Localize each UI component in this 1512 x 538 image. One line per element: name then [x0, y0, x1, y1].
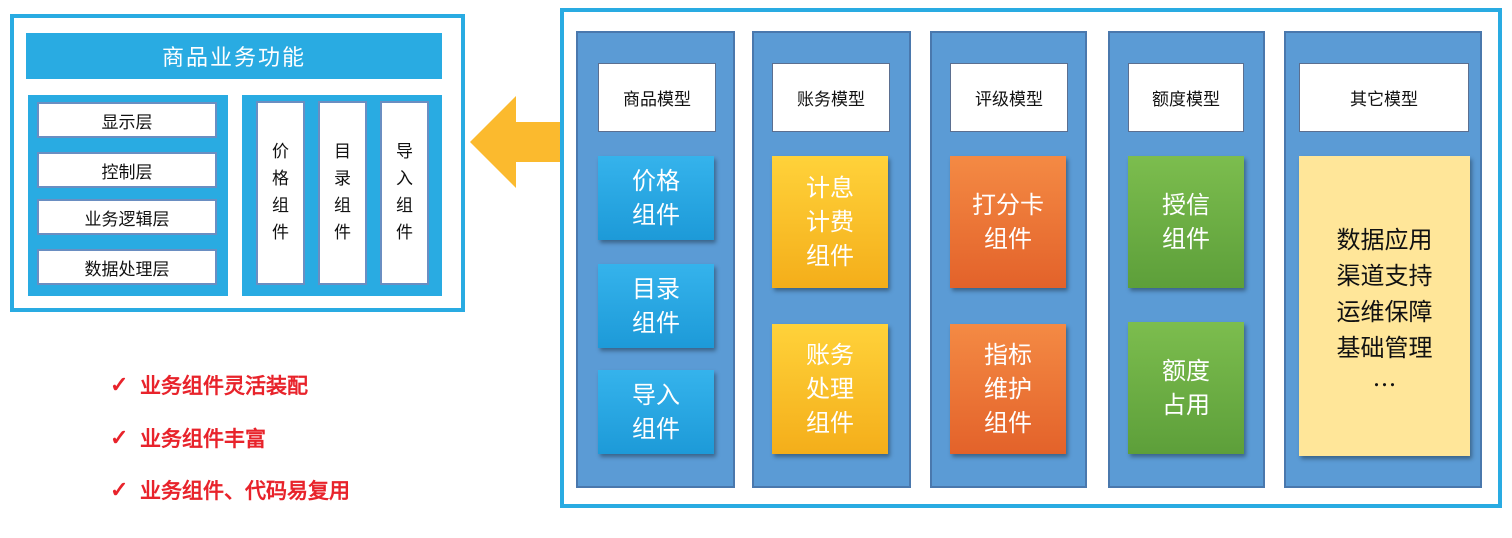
card-line: 组件 [984, 409, 1032, 437]
component-char: 组 [396, 196, 413, 216]
card-line: 运维保障 [1336, 298, 1433, 326]
card-line: 计息 [806, 174, 854, 202]
model-card: 导入 组件 [598, 370, 714, 454]
bullet-text: 业务组件、代码易复用 [140, 478, 350, 503]
bullet-item: ✓ 业务组件丰富 [110, 421, 266, 455]
card-line: 组件 [806, 242, 854, 270]
left-arrow-icon [470, 96, 562, 188]
component-char: 录 [334, 169, 351, 189]
bullet-text: 业务组件灵活装配 [140, 373, 308, 398]
card-line: 组件 [984, 225, 1032, 253]
component-char: 目 [334, 142, 351, 162]
check-icon: ✓ [110, 477, 129, 503]
model-title: 账务模型 [772, 63, 890, 132]
layer-control: 控制层 [37, 152, 217, 188]
model-card: 账务 处理 组件 [772, 324, 888, 454]
component-char: 件 [396, 223, 413, 243]
card-line: 价格 [632, 167, 680, 195]
card-line: 授信 [1162, 191, 1210, 219]
card-line: 维护 [984, 375, 1032, 403]
bullet-item: ✓ 业务组件、代码易复用 [110, 473, 350, 507]
left-title: 商品业务功能 [26, 33, 442, 79]
model-card: 授信 组件 [1128, 156, 1244, 288]
bullet-text: 业务组件丰富 [140, 426, 266, 451]
check-icon: ✓ [110, 372, 129, 398]
model-card: 价格 组件 [598, 156, 714, 240]
model-card: 指标 维护 组件 [950, 324, 1066, 454]
component-char: 件 [334, 223, 351, 243]
model-card: 数据应用 渠道支持 运维保障 基础管理 … [1299, 156, 1470, 456]
component-char: 入 [396, 169, 413, 189]
component-char: 导 [396, 142, 413, 162]
card-line: 指标 [984, 341, 1032, 369]
model-card: 目录 组件 [598, 264, 714, 348]
card-line: 目录 [632, 275, 680, 303]
card-line: 占用 [1162, 391, 1210, 419]
card-line: … [1372, 364, 1397, 392]
card-line: 额度 [1162, 357, 1210, 385]
component-char: 组 [334, 196, 351, 216]
bullet-item: ✓ 业务组件灵活装配 [110, 368, 308, 402]
card-line: 组件 [632, 415, 680, 443]
component-char: 组 [272, 196, 289, 216]
model-card: 打分卡 组件 [950, 156, 1066, 288]
check-icon: ✓ [110, 425, 129, 451]
component-char: 格 [272, 169, 289, 189]
card-line: 组件 [806, 409, 854, 437]
model-title: 评级模型 [950, 63, 1068, 132]
card-line: 处理 [806, 375, 854, 403]
model-title: 额度模型 [1128, 63, 1244, 132]
component-char: 件 [272, 223, 289, 243]
component-catalog: 目 录 组 件 [318, 101, 367, 285]
component-char: 价 [272, 142, 289, 162]
card-line: 账务 [806, 341, 854, 369]
card-line: 组件 [632, 309, 680, 337]
card-line: 导入 [632, 381, 680, 409]
model-card: 计息 计费 组件 [772, 156, 888, 288]
card-line: 打分卡 [972, 191, 1044, 219]
card-line: 数据应用 [1336, 226, 1433, 254]
layer-display: 显示层 [37, 102, 217, 138]
layer-data-processing: 数据处理层 [37, 249, 217, 285]
component-import: 导 入 组 件 [380, 101, 429, 285]
layer-business-logic: 业务逻辑层 [37, 199, 217, 235]
model-title: 其它模型 [1299, 63, 1469, 132]
card-line: 组件 [632, 201, 680, 229]
model-title: 商品模型 [598, 63, 716, 132]
component-price: 价 格 组 件 [256, 101, 305, 285]
card-line: 渠道支持 [1336, 262, 1433, 290]
card-line: 组件 [1162, 225, 1210, 253]
card-line: 基础管理 [1336, 334, 1433, 362]
card-line: 计费 [806, 208, 854, 236]
model-card: 额度 占用 [1128, 322, 1244, 454]
